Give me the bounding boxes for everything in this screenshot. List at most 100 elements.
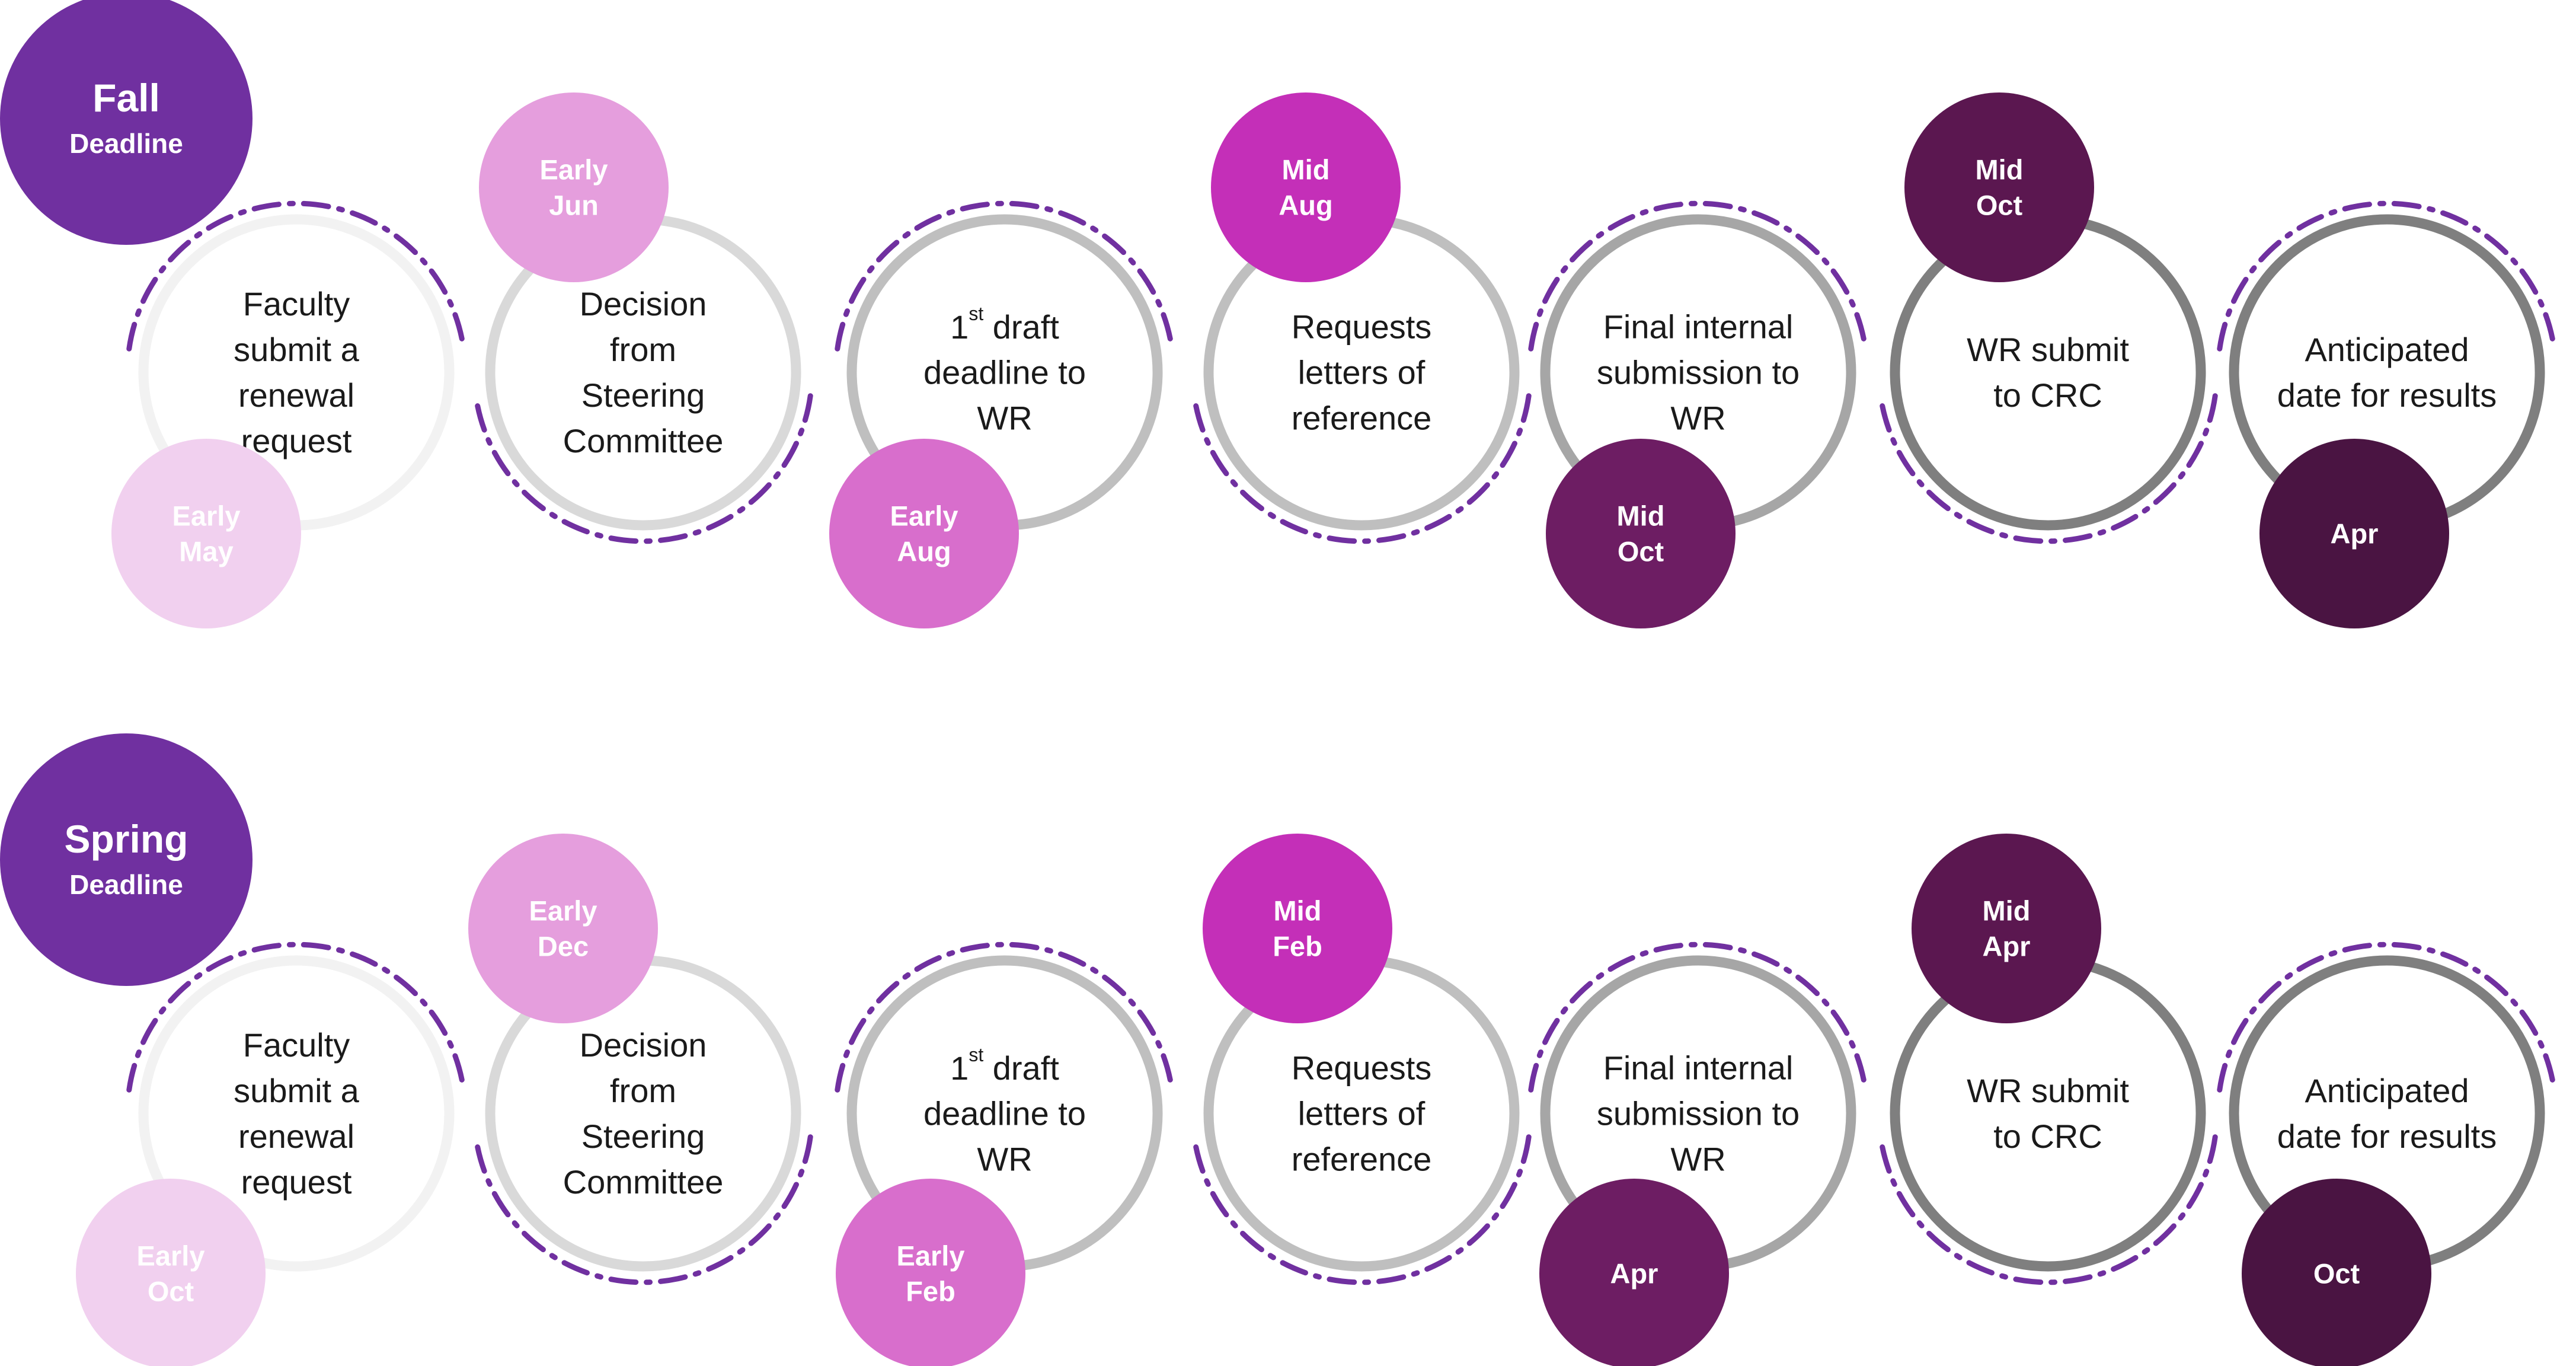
date-badge-circle	[836, 1179, 1025, 1366]
dashed-ring-arc	[473, 1134, 813, 1285]
date-badge-label: Mid	[1274, 895, 1322, 927]
deadline-subtitle: Deadline	[69, 128, 183, 159]
dashed-ring-arc	[835, 200, 1175, 352]
step-label: Faculty	[243, 285, 350, 323]
step-label: from	[610, 1072, 676, 1109]
step-label: from	[610, 331, 676, 368]
step-label: deadline to	[923, 354, 1086, 391]
step-label: Decision	[580, 1026, 707, 1064]
step-label: 1st draft	[950, 303, 1059, 346]
date-badge-label: Feb	[906, 1276, 955, 1307]
step-label: WR	[977, 1141, 1032, 1178]
date-badge-circle	[468, 834, 658, 1023]
step-4: Requests letters of reference	[1191, 214, 1532, 544]
dashed-ring-arc	[835, 941, 1175, 1093]
date-badge-circle	[2259, 439, 2449, 628]
deadline-circle	[0, 0, 253, 245]
step-label-part: 1	[950, 308, 969, 346]
date-badge-label: Aug	[897, 536, 951, 567]
date-badge-label: Oct	[2313, 1258, 2360, 1290]
dashed-ring-arc	[473, 393, 813, 544]
step-label: reference	[1292, 400, 1432, 437]
step-ring	[138, 955, 455, 1272]
step-label: Anticipated	[2305, 1072, 2469, 1109]
step-label: Requests	[1292, 308, 1432, 346]
step-label: submit a	[234, 331, 359, 368]
date-badge-label: May	[179, 536, 233, 567]
dashed-ring-arc	[1528, 200, 1868, 352]
dashed-ring-arc	[126, 941, 466, 1093]
step-label: Faculty	[243, 1026, 350, 1064]
date-badge-label: Apr	[1983, 931, 2031, 962]
date-badge-label: Early	[137, 1240, 205, 1272]
step-label-superscript: st	[969, 1044, 983, 1065]
step-label: 1st draft	[950, 1044, 1059, 1087]
date-badge-label: Oct	[148, 1276, 194, 1307]
step-label-part: 1	[950, 1049, 969, 1087]
date-badge-label: Mid	[1976, 154, 2024, 186]
dashed-ring-arc	[1528, 941, 1868, 1093]
deadline-subtitle: Deadline	[69, 869, 183, 900]
step-label: Requests	[1292, 1049, 1432, 1087]
step-label: WR	[977, 400, 1032, 437]
step-label: deadline to	[923, 1095, 1086, 1132]
step-label: WR	[1670, 400, 1725, 437]
deadline-title: Fall	[92, 76, 160, 120]
date-badge-label: Early	[897, 1240, 965, 1272]
step-label: letters of	[1298, 1095, 1426, 1132]
date-badge-label: Early	[890, 500, 958, 532]
step-label: renewal	[238, 1118, 354, 1155]
date-badge-label: Early	[529, 895, 597, 927]
date-badge-label: Oct	[1976, 190, 2023, 221]
date-badge-circle	[829, 439, 1019, 628]
dashed-ring-arc	[1191, 393, 1532, 544]
step-label: request	[241, 422, 352, 459]
date-badge: Apr	[2259, 439, 2449, 628]
date-badge-label: Mid	[1983, 895, 2031, 927]
date-badge-circle	[1904, 92, 2094, 282]
step-label: submission to	[1597, 354, 1800, 391]
step-label: Committee	[563, 1163, 724, 1201]
step-label: WR	[1670, 1141, 1725, 1178]
date-badge-label: Apr	[1610, 1258, 1658, 1290]
step-label: reference	[1292, 1141, 1432, 1178]
dashed-ring-arc	[1878, 1134, 2218, 1285]
date-badge-label: Early	[172, 500, 241, 532]
dashed-ring-arc	[2217, 200, 2557, 352]
step-label: to CRC	[1993, 376, 2102, 414]
dashed-ring-arc	[1878, 393, 2218, 544]
date-badge-circle	[1203, 834, 1392, 1023]
date-badge-label: Oct	[1618, 536, 1664, 567]
step-label: renewal	[238, 376, 354, 414]
date-badge-label: Mid	[1282, 154, 1330, 186]
step-label: letters of	[1298, 354, 1426, 391]
timeline-row-spring: Faculty submit a renewal request Decision fro…	[0, 733, 2557, 1366]
step-label: submission to	[1597, 1095, 1800, 1132]
step-4: Requests letters of reference	[1191, 955, 1532, 1285]
date-badge-circle	[1912, 834, 2101, 1023]
date-badge-label: Feb	[1273, 931, 1322, 962]
dashed-ring-arc	[126, 200, 466, 352]
step-label: request	[241, 1163, 352, 1201]
step-label: submit a	[234, 1072, 359, 1109]
step-label: date for results	[2277, 1118, 2497, 1155]
date-badge-label: Mid	[1617, 500, 1665, 532]
deadline-circle	[0, 733, 253, 986]
step-label: date for results	[2277, 376, 2497, 414]
date-badge-label: Early	[540, 154, 608, 186]
